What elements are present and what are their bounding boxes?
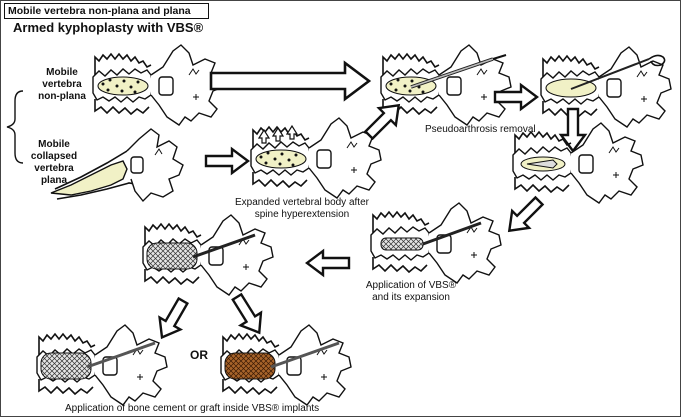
- vertebra-instrument-insertion: [380, 44, 512, 126]
- left-brace: [6, 90, 24, 164]
- vertebra-vbs-application: [370, 202, 502, 284]
- diagram-subtitle: Armed kyphoplasty with VBS®: [13, 20, 204, 35]
- header-box-title: Mobile vertebra non-plana and plana: [4, 3, 209, 19]
- vertebra-non-plana: [92, 44, 224, 126]
- or-label: OR: [190, 348, 208, 362]
- vertebra-bone-cement: [36, 324, 168, 406]
- vertebra-pseudoarthrosis-removal: [540, 46, 672, 128]
- arrow-to-expanded: [204, 147, 250, 175]
- label-plana: Mobile collapsed vertebra plana: [30, 139, 78, 186]
- vertebra-bone-graft: [220, 324, 352, 406]
- vertebra-cavity-prepared: [512, 122, 644, 204]
- arrow-down-left: [499, 191, 549, 241]
- vertebra-expanded: [250, 117, 382, 199]
- arrow-down-right-column: [559, 107, 587, 153]
- caption-pseudoarthrosis: Pseudoarthrosis removal: [425, 124, 536, 135]
- arrow-down-to-graft: [225, 289, 271, 341]
- arrow-left-row3: [305, 249, 351, 277]
- caption-bottom: Application of bone cement or graft insi…: [65, 403, 320, 414]
- caption-expanded: Expanded vertebral body after spine hype…: [235, 197, 369, 220]
- arrow-to-pseudoarthrosis: [209, 60, 372, 102]
- hyperextension-up-arrows: [257, 124, 299, 144]
- arrow-down-to-cement: [150, 293, 195, 345]
- label-non-plana: Mobile vertebra non-plana: [38, 67, 86, 102]
- vertebra-vbs-expanded: [142, 214, 274, 296]
- vertebra-collapsed-plana: [50, 128, 184, 203]
- caption-vbs-application: Application of VBS® and its expansion: [365, 280, 457, 303]
